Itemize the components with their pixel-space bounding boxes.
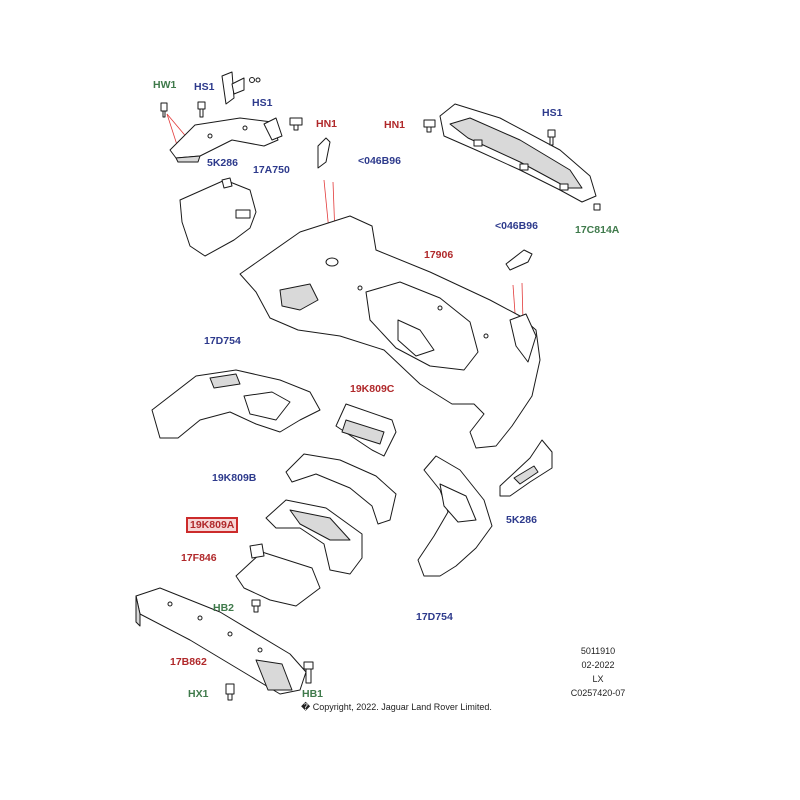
screw-hs1-left[interactable] <box>197 101 206 118</box>
nut-hn1-left[interactable] <box>289 117 303 131</box>
info-catalog-code: C0257420-07 <box>570 688 626 698</box>
label-hs1-top[interactable]: HS1 <box>252 97 273 109</box>
fastener-hx1[interactable] <box>225 683 235 701</box>
screw-hs1-right[interactable] <box>547 129 556 146</box>
info-drawing-number: 5011910 <box>580 646 616 656</box>
label-hn1-left[interactable]: HN1 <box>316 118 338 130</box>
label-hn1-right[interactable]: HN1 <box>384 119 406 131</box>
label-hs1-right[interactable]: HS1 <box>542 107 563 119</box>
label-hb1[interactable]: HB1 <box>302 688 324 700</box>
nut-hn1-right[interactable] <box>423 119 436 133</box>
bracket-5k286-right[interactable] <box>499 439 553 497</box>
clip-17c814a[interactable] <box>593 203 601 211</box>
label-17f846[interactable]: 17F846 <box>181 552 217 564</box>
valance-17d754-right[interactable] <box>417 455 493 577</box>
bolt-hb2[interactable] <box>251 599 261 613</box>
beam-carrier-right[interactable] <box>439 103 597 203</box>
bracket-upper-left[interactable] <box>221 71 261 105</box>
bracket-17f846[interactable] <box>235 543 321 607</box>
label-17906[interactable]: 17906 <box>424 249 454 261</box>
label-19k809a-highlighted[interactable]: 19K809A <box>186 517 239 533</box>
trim-19k809b[interactable] <box>285 453 397 525</box>
label-hb2[interactable]: HB2 <box>213 602 235 614</box>
bracket-19k809c[interactable] <box>335 403 397 457</box>
label-17c814a[interactable]: 17C814A <box>575 224 620 236</box>
info-date: 02-2022 <box>581 660 615 670</box>
reflector-right[interactable] <box>505 249 533 271</box>
label-hw1[interactable]: HW1 <box>153 79 177 91</box>
beam-17b862[interactable] <box>135 587 307 695</box>
screw-hw1[interactable] <box>160 102 168 118</box>
label-17b862[interactable]: 17B862 <box>170 656 207 668</box>
info-model: LX <box>592 674 604 684</box>
valance-17d754-left[interactable] <box>151 369 321 439</box>
bumper-cover-17906[interactable] <box>239 215 541 449</box>
label-5k286-right[interactable]: 5K286 <box>506 514 537 526</box>
copyright-text: � Copyright, 2022. Jaguar Land Rover Lim… <box>301 702 492 712</box>
label-5k286-left[interactable]: 5K286 <box>207 157 238 169</box>
reflector-left[interactable] <box>317 137 331 169</box>
bracket-left-upper[interactable] <box>169 117 283 163</box>
label-hx1[interactable]: HX1 <box>188 688 209 700</box>
label-17d754-left[interactable]: 17D754 <box>204 335 241 347</box>
bolt-hb1[interactable] <box>303 661 314 684</box>
label-17a750[interactable]: 17A750 <box>253 164 290 176</box>
label-046b96-right[interactable]: <046B96 <box>495 220 538 232</box>
label-17d754-right[interactable]: 17D754 <box>416 611 453 623</box>
label-046b96-left[interactable]: <046B96 <box>358 155 401 167</box>
label-hs1-left[interactable]: HS1 <box>194 81 215 93</box>
label-19k809c[interactable]: 19K809C <box>350 383 395 395</box>
bracket-5k286-left[interactable] <box>179 177 257 257</box>
label-19k809b[interactable]: 19K809B <box>212 472 257 484</box>
trim-19k809a[interactable] <box>265 499 363 575</box>
